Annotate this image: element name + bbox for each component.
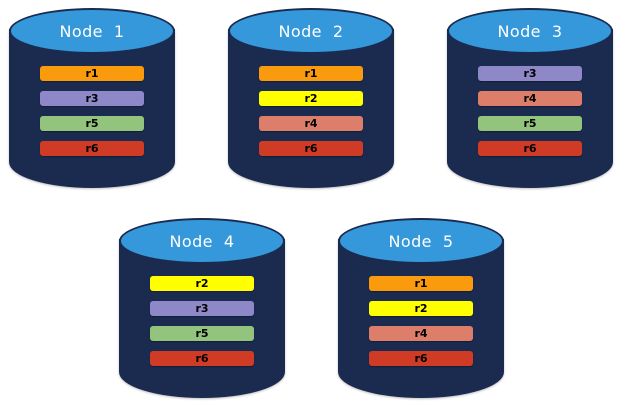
replica-label: r2 bbox=[195, 277, 209, 290]
replica-bar[interactable]: r4 bbox=[259, 116, 363, 131]
cylinder-top-icon bbox=[338, 218, 504, 264]
replica-label: r3 bbox=[195, 302, 209, 315]
node-label: Node 4 bbox=[169, 231, 235, 251]
replica-label: r1 bbox=[85, 67, 99, 80]
replica-bar[interactable]: r1 bbox=[369, 276, 473, 291]
replica-label: r6 bbox=[304, 142, 318, 155]
cylinder-body-icon bbox=[9, 29, 175, 188]
replica-bar[interactable]: r3 bbox=[40, 91, 144, 106]
replica-bar[interactable]: r5 bbox=[478, 116, 582, 131]
replica-list: r1 r2 r4 r6 bbox=[369, 276, 473, 366]
database-node-4[interactable]: Node 4 r2 r3 r5 r6 bbox=[119, 218, 285, 398]
replica-bar[interactable]: r1 bbox=[40, 66, 144, 81]
cylinder-top-icon bbox=[228, 8, 394, 54]
replica-label: r4 bbox=[523, 92, 537, 105]
replica-list: r3 r4 r5 r6 bbox=[478, 66, 582, 156]
replica-bar[interactable]: r4 bbox=[478, 91, 582, 106]
replica-label: r1 bbox=[414, 277, 428, 290]
replica-label: r2 bbox=[414, 302, 428, 315]
database-node-1[interactable]: Node 1 r1 r3 r5 r6 bbox=[9, 8, 175, 188]
replica-list: r1 r3 r5 r6 bbox=[40, 66, 144, 156]
database-node-2[interactable]: Node 2 r1 r2 r4 r6 bbox=[228, 8, 394, 188]
replica-label: r6 bbox=[85, 142, 99, 155]
replica-label: r5 bbox=[195, 327, 209, 340]
cylinder-top-icon bbox=[9, 8, 175, 54]
cylinder-body-icon bbox=[119, 239, 285, 398]
replica-label: r2 bbox=[304, 92, 318, 105]
replica-label: r4 bbox=[304, 117, 318, 130]
replica-bar[interactable]: r6 bbox=[40, 141, 144, 156]
replica-bar[interactable]: r2 bbox=[369, 301, 473, 316]
replica-label: r5 bbox=[85, 117, 99, 130]
replica-bar[interactable]: r4 bbox=[369, 326, 473, 341]
replica-bar[interactable]: r6 bbox=[478, 141, 582, 156]
node-label: Node 2 bbox=[278, 21, 344, 41]
database-node-3[interactable]: Node 3 r3 r4 r5 r6 bbox=[447, 8, 613, 188]
node-label: Node 1 bbox=[59, 21, 125, 41]
database-node-5[interactable]: Node 5 r1 r2 r4 r6 bbox=[338, 218, 504, 398]
replica-bar[interactable]: r5 bbox=[40, 116, 144, 131]
replica-bar[interactable]: r2 bbox=[259, 91, 363, 106]
replica-label: r3 bbox=[85, 92, 99, 105]
replica-label: r4 bbox=[414, 327, 428, 340]
replica-label: r6 bbox=[195, 352, 209, 365]
replica-label: r6 bbox=[523, 142, 537, 155]
replica-bar[interactable]: r1 bbox=[259, 66, 363, 81]
replica-bar[interactable]: r5 bbox=[150, 326, 254, 341]
replica-bar[interactable]: r3 bbox=[150, 301, 254, 316]
replica-list: r1 r2 r4 r6 bbox=[259, 66, 363, 156]
replica-bar[interactable]: r6 bbox=[150, 351, 254, 366]
cylinder-body-icon bbox=[447, 29, 613, 188]
replica-label: r3 bbox=[523, 67, 537, 80]
replica-list: r2 r3 r5 r6 bbox=[150, 276, 254, 366]
replica-bar[interactable]: r6 bbox=[259, 141, 363, 156]
node-label: Node 3 bbox=[497, 21, 563, 41]
replica-label: r5 bbox=[523, 117, 537, 130]
replica-bar[interactable]: r3 bbox=[478, 66, 582, 81]
replica-label: r1 bbox=[304, 67, 318, 80]
cylinder-top-icon bbox=[119, 218, 285, 264]
replica-label: r6 bbox=[414, 352, 428, 365]
cylinder-body-icon bbox=[338, 239, 504, 398]
cylinder-top-icon bbox=[447, 8, 613, 54]
replica-bar[interactable]: r6 bbox=[369, 351, 473, 366]
node-label: Node 5 bbox=[388, 231, 454, 251]
replica-bar[interactable]: r2 bbox=[150, 276, 254, 291]
cylinder-body-icon bbox=[228, 29, 394, 188]
